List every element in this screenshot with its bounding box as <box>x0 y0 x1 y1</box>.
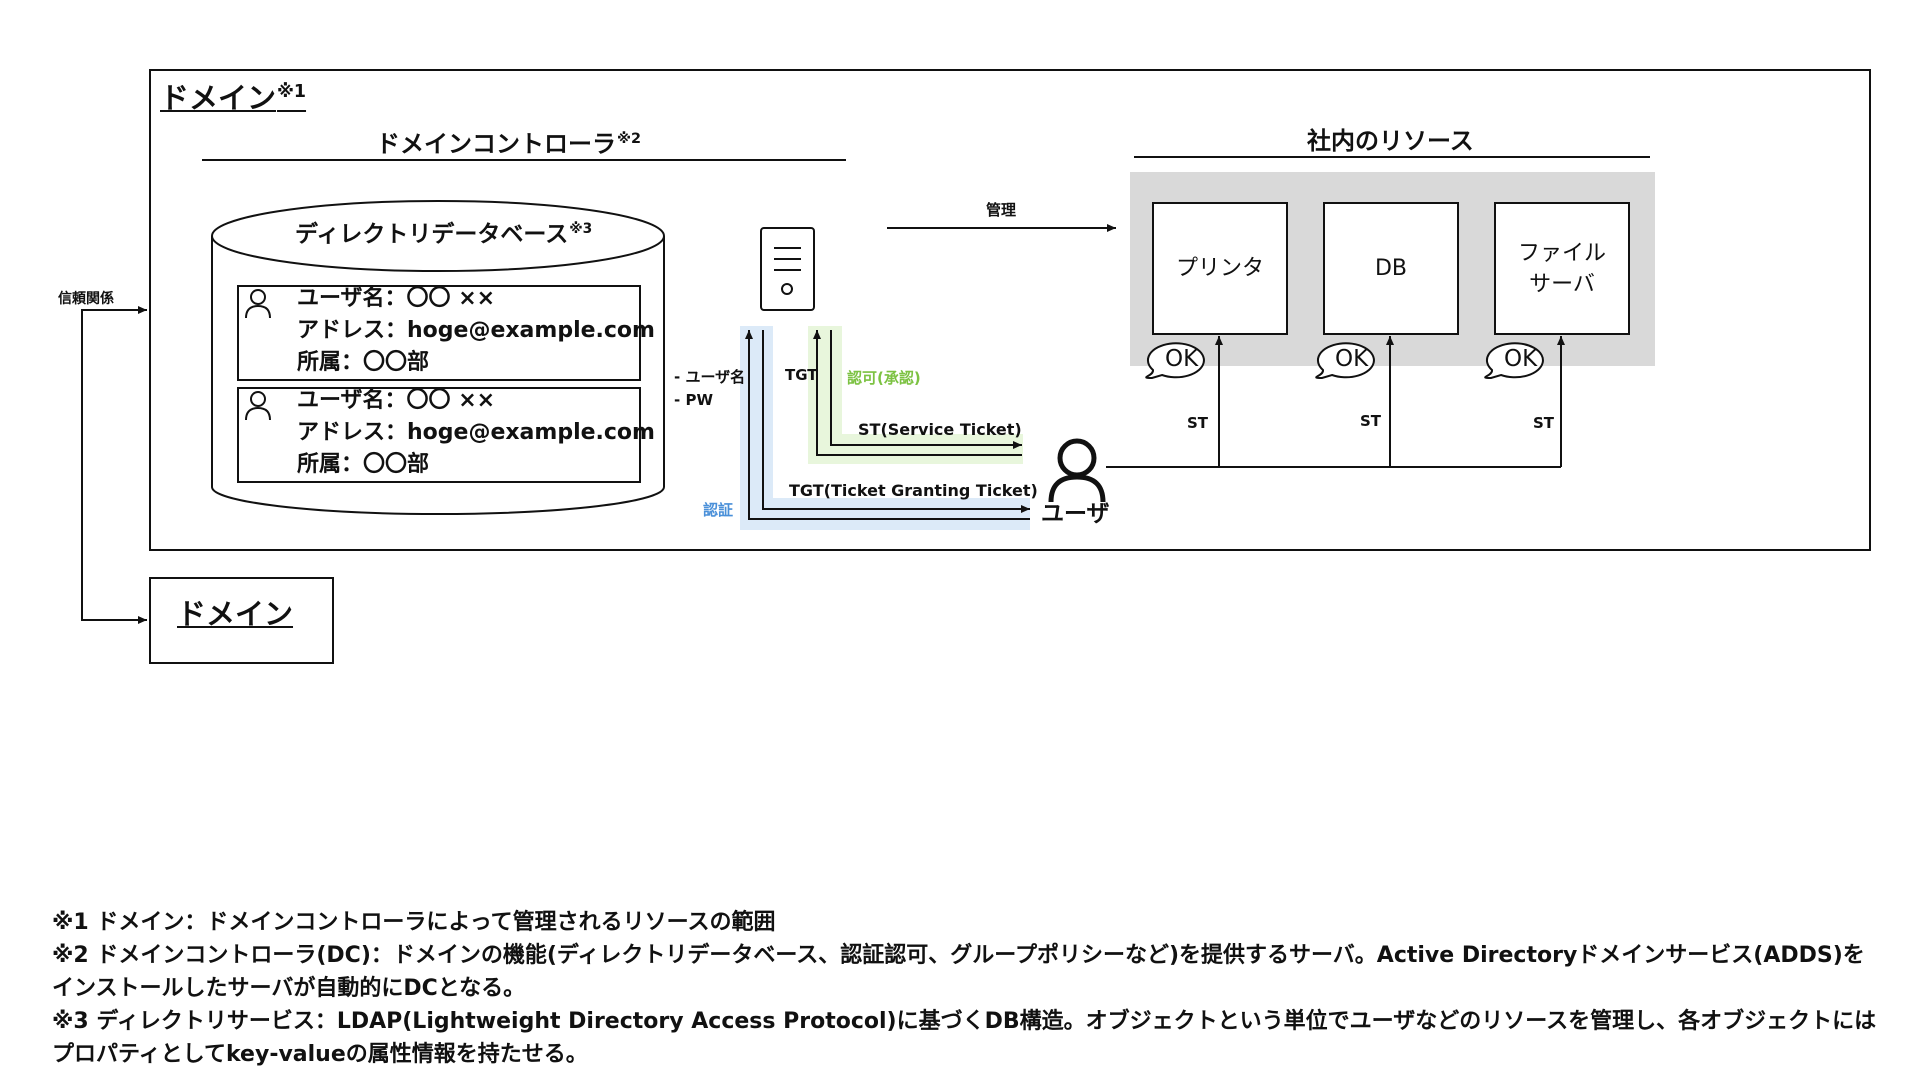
note-mark-1: ※1 <box>277 82 307 103</box>
dc-title-text: ドメインコントローラ <box>376 130 616 158</box>
credentials-username: - ユーザ名 <box>674 368 746 386</box>
record-dept: 所属：〇〇部 <box>297 452 430 477</box>
resource-label-line: プリンタ <box>1175 256 1264 281</box>
st-label-db: ST <box>1360 412 1382 430</box>
trust-arrow-down <box>81 600 147 624</box>
st-return-arrow <box>830 330 1022 449</box>
authentication-label: 認証 <box>703 501 734 519</box>
manage-label: 管理 <box>986 201 1017 219</box>
footnote: ※1 ドメイン：ドメインコントローラによって管理されるリソースの範囲 <box>52 910 776 935</box>
note-mark-2: ※2 <box>617 131 642 147</box>
resource-box-fileserver <box>1494 202 1630 335</box>
ok-text: OK <box>1504 346 1538 372</box>
db-record-2: ユーザ名：〇〇 ×× アドレス：hoge@example.com 所属：〇〇部 <box>297 385 655 481</box>
st-label-printer: ST <box>1187 414 1209 432</box>
db-title-text: ディレクトリデータベース <box>295 221 569 248</box>
authentication-highlight <box>740 326 773 530</box>
credentials-label: - ユーザ名 - PW <box>674 366 745 412</box>
resource-label-line: DB <box>1374 256 1408 281</box>
db-record-1: ユーザ名：〇〇 ×× アドレス：hoge@example.com 所属：〇〇部 <box>297 283 655 379</box>
footnotes: ※1 ドメイン：ドメインコントローラによって管理されるリソースの範囲 ※2 ドメ… <box>52 906 1882 1071</box>
trust-arrow-up <box>81 306 147 620</box>
st-arrow-label: ST(Service Ticket) <box>858 420 1022 439</box>
tgt-return-arrow <box>762 330 1030 513</box>
footnote: ※2 ドメインコントローラ(DC)：ドメインの機能(ディレクトリデータベース、認… <box>52 943 1865 968</box>
second-domain-title: ドメイン <box>177 597 294 631</box>
footnote: インストールしたサーバが自動的にDCとなる。 <box>52 976 526 1001</box>
record-username: ユーザ名：〇〇 ×× <box>297 388 496 413</box>
tgt-label: TGT <box>785 366 818 384</box>
authorization-highlight <box>808 434 1023 464</box>
user-icon <box>1048 438 1106 503</box>
resource-box-db <box>1323 202 1459 335</box>
authentication-highlight <box>740 498 1030 530</box>
user-label: ユーザ <box>1041 501 1110 527</box>
footnote: ※3 ディレクトリサービス：LDAP(Lightweight Directory… <box>52 1009 1877 1034</box>
tgt-request-arrow <box>813 330 1022 456</box>
resource-label-line: ファイル <box>1517 240 1606 266</box>
resource-label-db: DB <box>1324 203 1458 334</box>
resource-label-fileserver: ファイル サーバ <box>1495 203 1629 334</box>
record-dept: 所属：〇〇部 <box>297 350 430 375</box>
trust-label: 信頼関係 <box>58 291 114 307</box>
db-record-box-2 <box>237 387 641 483</box>
person-icon <box>245 391 271 421</box>
second-domain-box <box>149 577 334 664</box>
resource-label-printer: プリンタ <box>1153 203 1287 334</box>
record-address: アドレス：hoge@example.com <box>297 420 655 445</box>
ok-bubble <box>1315 342 1375 380</box>
outer-domain-title-text: ドメイン <box>160 81 277 115</box>
server-icon <box>760 227 815 311</box>
record-username: ユーザ名：〇〇 ×× <box>297 286 496 311</box>
note-mark-3: ※3 <box>569 221 593 237</box>
record-address: アドレス：hoge@example.com <box>297 318 655 343</box>
ok-bubble <box>1484 342 1544 380</box>
db-record-box-1 <box>237 285 641 381</box>
ok-text: OK <box>1335 346 1369 372</box>
authorization-label: 認可(承認) <box>847 369 921 387</box>
person-icon <box>245 289 271 319</box>
footnote: プロパティとしてkey-valueの属性情報を持たせる。 <box>52 1042 588 1067</box>
outer-domain-title: ドメイン※1 <box>160 84 306 115</box>
resource-box-printer <box>1152 202 1288 335</box>
tgt-arrow-label: TGT(Ticket Granting Ticket) <box>789 481 1038 500</box>
dc-title: ドメインコントローラ※2 <box>376 132 641 156</box>
outer-domain-box <box>149 69 1871 551</box>
credentials-pw: - PW <box>674 391 713 409</box>
resource-label-line: サーバ <box>1529 271 1595 297</box>
db-title: ディレクトリデータベース※3 <box>295 221 593 248</box>
st-label-fileserver: ST <box>1533 414 1555 432</box>
ok-bubble <box>1145 342 1205 380</box>
resources-title: 社内のリソース <box>1307 127 1474 155</box>
credentials-arrow <box>745 330 1030 520</box>
db-cylinder-top <box>211 200 665 272</box>
ok-text: OK <box>1165 346 1199 372</box>
